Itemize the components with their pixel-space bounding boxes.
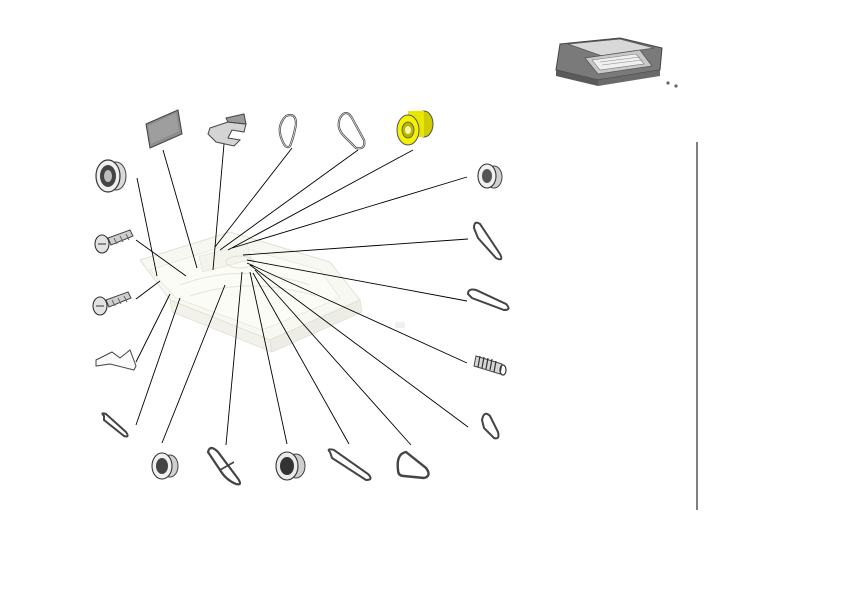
- spring-icon[interactable]: [473, 355, 507, 376]
- highlighted-roller-icon[interactable]: [396, 110, 434, 146]
- clip-bracket-icon[interactable]: [207, 113, 247, 147]
- belt-loop-icon[interactable]: [472, 221, 503, 261]
- belt-loop-icon[interactable]: [327, 448, 372, 482]
- belt-loop-icon[interactable]: [278, 113, 298, 149]
- belt-loop-icon[interactable]: [466, 288, 510, 312]
- belt-loop-icon[interactable]: [101, 412, 129, 438]
- leader-lines: [135, 143, 469, 446]
- bushing-icon[interactable]: [477, 163, 503, 189]
- belt-loop-icon[interactable]: [480, 412, 500, 440]
- document-feeder-assembly-icon: [139, 231, 405, 353]
- screw-icon[interactable]: [92, 291, 132, 316]
- bushing-icon[interactable]: [275, 451, 306, 481]
- wire-lever-icon[interactable]: [95, 349, 137, 371]
- belt-loop-icon[interactable]: [206, 446, 242, 486]
- bushing-icon[interactable]: [95, 159, 127, 193]
- screw-icon[interactable]: [94, 229, 134, 254]
- belt-loop-icon[interactable]: [396, 450, 430, 480]
- bushing-icon[interactable]: [151, 452, 179, 480]
- belt-loop-icon[interactable]: [337, 111, 366, 150]
- feeder-unit-thumbnail-icon[interactable]: [555, 37, 678, 88]
- separation-pad-icon[interactable]: [145, 109, 183, 149]
